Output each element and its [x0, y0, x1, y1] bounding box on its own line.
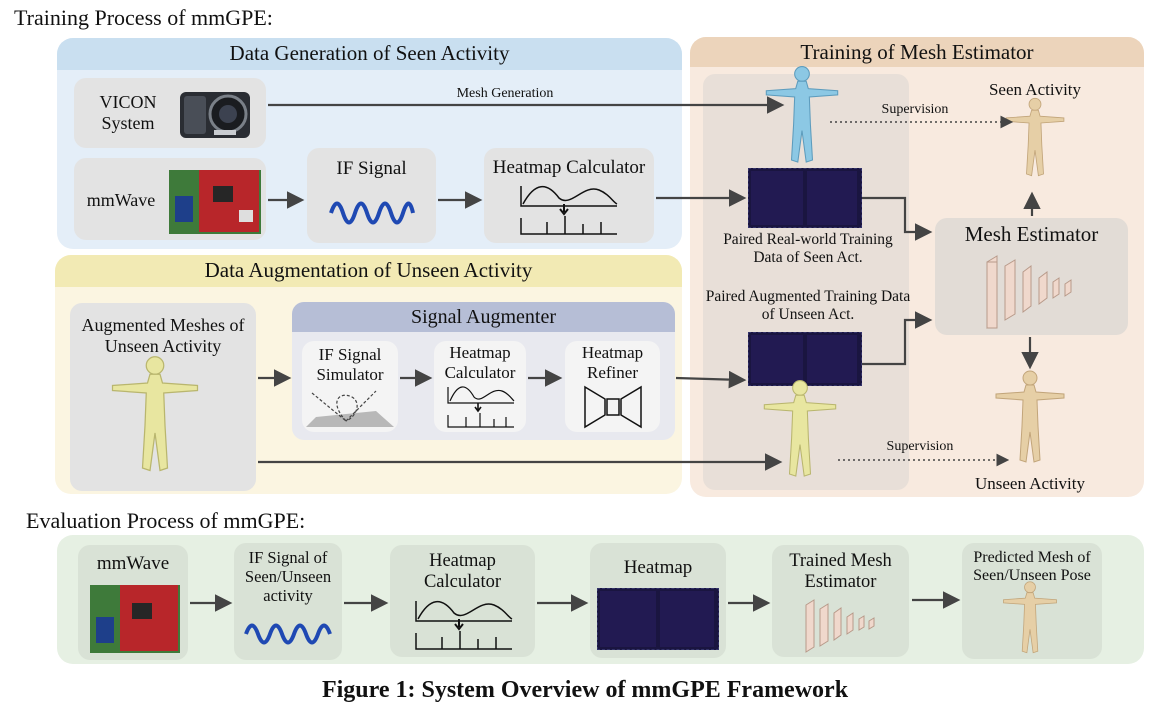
eval-if-signal-label: IF Signal of Seen/Unseen activity: [244, 548, 332, 605]
aug-heatmap-calculator-label: Heatmap Calculator: [444, 343, 516, 382]
vicon-box: VICON System: [74, 78, 266, 148]
eval-heatmap-label: Heatmap: [623, 557, 693, 578]
signal-augmenter-title: Signal Augmenter: [411, 306, 556, 328]
unseen-activity-label: Unseen Activity: [974, 474, 1085, 493]
heatmap-left-half: [751, 171, 803, 225]
paired-real-heatmap: [748, 168, 862, 228]
mmwave-box: mmWave: [74, 158, 266, 240]
predicted-mesh-box: Predicted Mesh of Seen/Unseen Pose: [962, 543, 1102, 659]
evaluation-heading: Evaluation Process of mmGPE:: [26, 508, 306, 533]
heatmap-refiner-box: Heatmap Refiner: [565, 341, 660, 432]
seen-activity-label: Seen Activity: [988, 80, 1082, 99]
vicon-label: VICON System: [99, 92, 157, 133]
mmwave-board-icon: [169, 166, 261, 236]
eval-heatmap-box: Heatmap: [590, 543, 726, 658]
sine-wave-icon: [329, 192, 415, 234]
figure-caption: Figure 1: System Overview of mmGPE Frame…: [321, 677, 849, 703]
paired-augmented-data-label: Paired Augmented Training Data of Unseen…: [705, 288, 911, 323]
eval-heatmap-calculator-label: Heatmap Calculator: [423, 551, 502, 593]
vicon-camera-icon: [176, 84, 258, 144]
sine-wave-icon: [244, 615, 332, 653]
heatmap-plot-icon: [446, 385, 516, 429]
eval-mmwave-label: mmWave: [96, 553, 170, 574]
mesh-training-title: Training of Mesh Estimator: [800, 40, 1034, 64]
heatmap-right-half: [807, 335, 857, 383]
heatmap-right-half: [807, 171, 857, 225]
heatmap-calculator-box: Heatmap Calculator: [484, 148, 654, 243]
cnn-layers-icon: [804, 597, 884, 653]
heatmap-refiner-label: Heatmap Refiner: [581, 343, 644, 382]
heatmap-left-half: [751, 335, 803, 383]
training-heading: Training Process of mmGPE:: [14, 5, 273, 30]
augmented-meshes-label: Augmented Meshes of Unseen Activity: [81, 315, 245, 356]
cnn-layers-icon: [985, 252, 1095, 330]
heatmap-right-half: [660, 591, 714, 647]
trained-estimator-label: Trained Mesh Estimator: [789, 551, 892, 593]
eval-heatmap-calculator-box: Heatmap Calculator: [390, 545, 535, 657]
eval-if-signal-box: IF Signal of Seen/Unseen activity: [234, 543, 342, 660]
if-simulator-box: IF Signal Simulator: [302, 341, 398, 432]
hourglass-network-icon: [583, 385, 643, 429]
predicted-mesh-label: Predicted Mesh of Seen/Unseen Pose: [973, 549, 1091, 585]
data-augmentation-title: Data Augmentation of Unseen Activity: [204, 258, 533, 282]
supervision-label-bottom: Supervision: [886, 439, 954, 454]
data-generation-title: Data Generation of Seen Activity: [229, 41, 510, 65]
signal-augmenter-title-bar: [292, 302, 675, 332]
if-signal-box: IF Signal: [307, 148, 436, 243]
paired-augmented-heatmap: [748, 332, 862, 386]
mesh-generation-label: Mesh Generation: [456, 86, 554, 101]
if-signal-label: IF Signal: [336, 158, 407, 179]
data-generation-title-bar: [57, 38, 682, 70]
heatmap-calculator-label: Heatmap Calculator: [492, 157, 646, 178]
supervision-label-top: Supervision: [881, 102, 949, 117]
aug-heatmap-calculator-box: Heatmap Calculator: [434, 341, 526, 432]
antenna-beam-icon: [306, 387, 394, 429]
heatmap-left-half: [600, 591, 656, 647]
eval-heatmap-image: [597, 588, 719, 650]
mesh-estimator-label: Mesh Estimator: [964, 222, 1099, 246]
data-augmentation-title-bar: [55, 255, 682, 287]
mmwave-board-icon: [90, 581, 180, 655]
heatmap-plot-icon: [519, 184, 619, 236]
eval-mmwave-box: mmWave: [78, 545, 188, 660]
heatmap-plot-icon: [414, 599, 514, 651]
mesh-training-title-bar: [690, 37, 1144, 67]
paired-real-data-label: Paired Real-world Training Data of Seen …: [723, 231, 893, 266]
trained-estimator-box: Trained Mesh Estimator: [772, 545, 909, 657]
if-simulator-label: IF Signal Simulator: [316, 345, 384, 384]
mmwave-label: mmWave: [86, 190, 156, 210]
mesh-estimator-box: Mesh Estimator: [935, 218, 1128, 335]
